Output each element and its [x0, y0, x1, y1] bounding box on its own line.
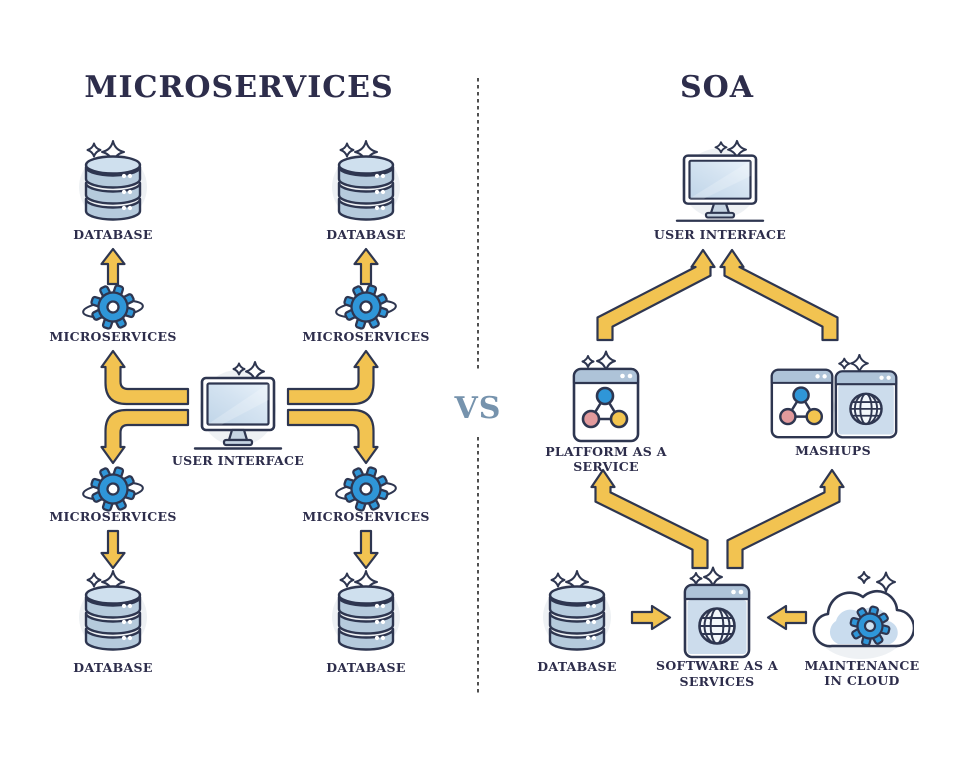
arrow-bent-down-left-icon: [100, 408, 190, 465]
arrow-bent-up-left-icon: [100, 349, 190, 406]
label-maintenance-in-cloud: IN CLOUD: [824, 673, 900, 688]
browser-globe-icon: [833, 354, 898, 439]
database-icon: [79, 140, 147, 221]
arrow-saas-to-mashups-icon: [726, 468, 845, 570]
label-database: DATABASE: [537, 659, 617, 674]
titlebar: [683, 583, 751, 601]
soa-title: SOA: [679, 70, 755, 105]
label-database: DATABASE: [73, 227, 153, 242]
arrow-right-icon: [630, 604, 672, 631]
arrow-paas-to-ui-icon: [596, 248, 716, 342]
titlebar: [572, 367, 640, 385]
browser-network-icon: [770, 368, 835, 439]
gear-icon: [849, 605, 891, 647]
database-icon: [332, 570, 400, 651]
label-database: DATABASE: [326, 227, 406, 242]
label-microservices: MICROSERVICES: [49, 509, 177, 524]
monitor-screen: [688, 159, 752, 200]
arrow-left-icon: [766, 604, 808, 631]
label-database: DATABASE: [73, 660, 153, 675]
monitor-icon: [675, 139, 765, 222]
gear-icon: [82, 466, 144, 512]
sparkle-icon: [86, 142, 102, 158]
gear-icon: [335, 284, 397, 330]
label-software-as-a-services: SOFTWARE AS A: [656, 658, 778, 673]
label-software-as-a-services: SERVICES: [679, 674, 755, 689]
label-maintenance-in-cloud: MAINTENANCE: [804, 658, 920, 673]
label-user-interface: USER INTERFACE: [653, 227, 787, 242]
titlebar: [834, 370, 898, 386]
label-microservices: MICROSERVICES: [302, 509, 430, 524]
database-icon: [332, 140, 400, 221]
cylinder-stack: [84, 155, 142, 221]
database-icon: [543, 570, 611, 651]
arrow-up-icon: [100, 247, 126, 286]
gear-icon: [335, 466, 397, 512]
arrow-bent-up-right-icon: [286, 349, 379, 406]
globe-icon: [849, 392, 883, 426]
cloud-gear-icon: [812, 571, 914, 659]
label-microservices: MICROSERVICES: [302, 329, 430, 344]
vs-label: VS: [454, 391, 502, 426]
monitor-icon: [193, 361, 283, 450]
browser-network-icon: [572, 350, 640, 443]
titlebar: [770, 368, 834, 384]
label-mashups: MASHUPS: [795, 443, 871, 458]
label-database: DATABASE: [326, 660, 406, 675]
browser-globe-icon: [683, 566, 751, 659]
arrow-down-icon: [100, 529, 126, 570]
arrow-up-icon: [353, 247, 379, 286]
globe-icon: [698, 607, 736, 645]
arrow-down-icon: [353, 529, 379, 570]
arrow-mashups-to-ui-icon: [719, 248, 839, 342]
label-microservices: MICROSERVICES: [49, 329, 177, 344]
monitor-screen: [206, 382, 270, 426]
label-platform-as-a-service: PLATFORM AS A SERVICE: [545, 444, 667, 474]
network-triangle: [779, 386, 824, 426]
database-icon: [79, 570, 147, 651]
arrow-bent-down-right-icon: [286, 408, 379, 465]
microservices-title: MICROSERVICES: [84, 70, 394, 105]
gear-icon: [82, 284, 144, 330]
network-triangle: [581, 386, 629, 429]
arrow-saas-to-paas-icon: [590, 468, 709, 570]
label-user-interface: USER INTERFACE: [171, 453, 305, 468]
